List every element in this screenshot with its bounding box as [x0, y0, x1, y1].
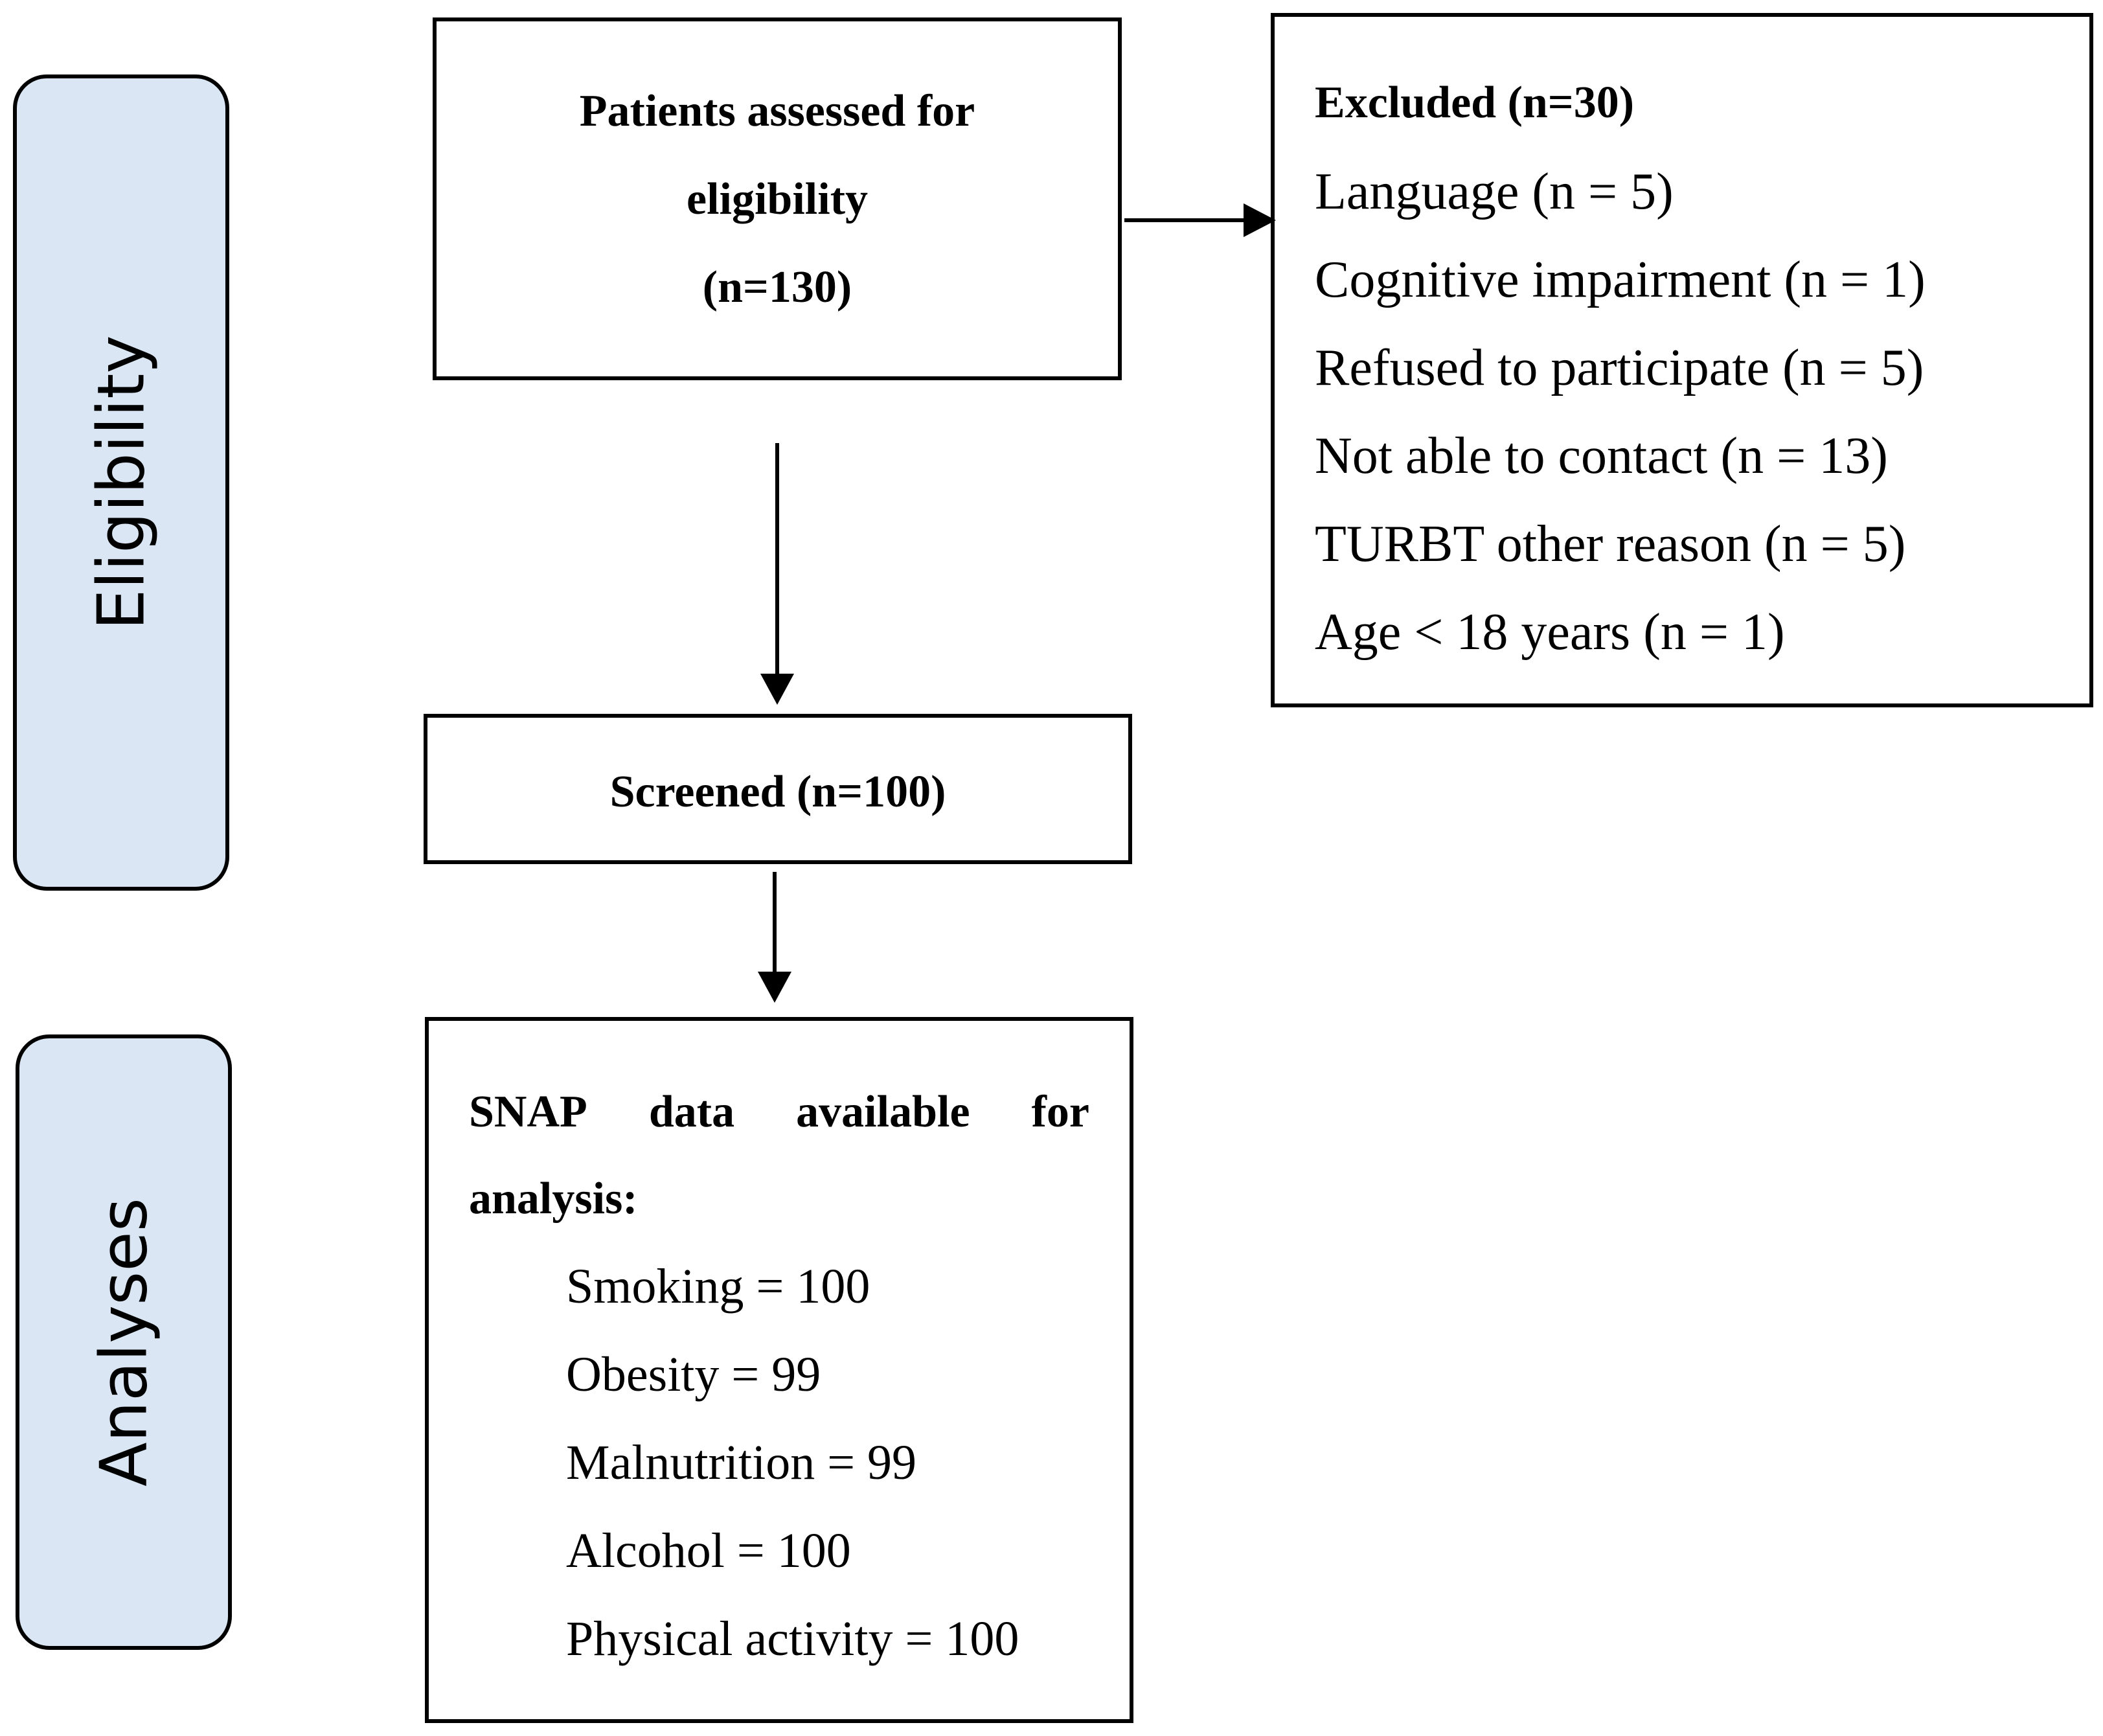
excluded-reason: Cognitive impairment (n = 1)	[1315, 251, 1926, 308]
arrow-to-screened	[760, 443, 794, 705]
arrow-to-snap	[758, 872, 791, 1003]
snap-box: SNAP data available for analysis: Smokin…	[425, 1017, 1133, 1723]
snap-title-word: data	[648, 1087, 735, 1137]
phase-eligibility: Eligibility	[13, 74, 229, 891]
excluded-title: Excluded (n=30)	[1315, 78, 1635, 128]
excluded-reason: Refused to participate (n = 5)	[1315, 339, 1924, 396]
snap-item: Obesity = 99	[566, 1347, 821, 1402]
screened-box: Screened (n=100)	[424, 714, 1132, 864]
assessed-line-2: eligibility	[687, 174, 868, 224]
assessed-box: Patients assessed for eligibility (n=130…	[433, 17, 1122, 380]
arrow-to-excluded	[1124, 203, 1276, 237]
snap-title-word: SNAP	[469, 1087, 587, 1137]
excluded-reason: TURBT other reason (n = 5)	[1315, 516, 1906, 573]
snap-title-line-1: SNAP data available for	[469, 1090, 1089, 1135]
snap-title-line-2: analysis:	[469, 1174, 638, 1224]
excluded-reason: Language (n = 5)	[1315, 163, 1674, 220]
excluded-reason: Not able to contact (n = 13)	[1315, 428, 1888, 485]
excluded-reason: Age < 18 years (n = 1)	[1315, 604, 1785, 661]
excluded-box: Excluded (n=30) Language (n = 5) Cogniti…	[1271, 13, 2093, 707]
snap-title-word: available	[796, 1087, 970, 1137]
snap-item: Alcohol = 100	[566, 1524, 851, 1578]
snap-item: Physical activity = 100	[566, 1612, 1019, 1666]
snap-title-word: for	[1031, 1087, 1089, 1137]
assessed-line-1: Patients assessed for	[579, 86, 975, 136]
screened-label: Screened (n=100)	[609, 767, 946, 817]
assessed-line-3: (n=130)	[702, 262, 852, 312]
snap-item: Malnutrition = 99	[566, 1435, 917, 1490]
snap-item: Smoking = 100	[566, 1259, 870, 1314]
phase-analyses: Analyses	[16, 1034, 232, 1650]
